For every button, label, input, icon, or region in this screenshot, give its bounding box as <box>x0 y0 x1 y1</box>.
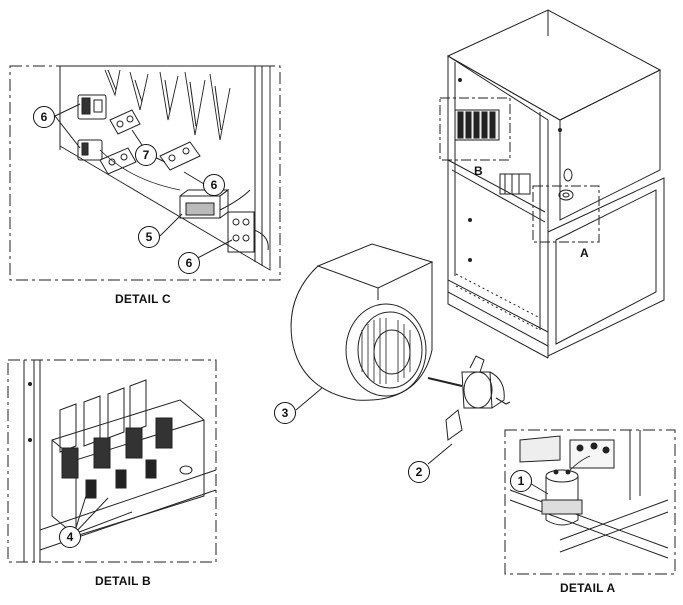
callout-6-top: 6 <box>33 106 55 128</box>
callout-6-mid: 6 <box>203 174 225 196</box>
view-b-letter: B <box>474 164 483 178</box>
callout-6-bottom: 6 <box>178 252 200 274</box>
blower-wheel-housing <box>290 243 434 411</box>
callout-1: 1 <box>510 470 532 492</box>
callout-5: 5 <box>138 226 160 248</box>
detail-a-panel <box>504 429 676 575</box>
detail-c-panel <box>9 65 281 281</box>
view-a-letter: A <box>580 246 589 260</box>
main-cabinet <box>439 9 665 359</box>
detail-b-caption: DETAIL B <box>95 574 151 588</box>
callout-4: 4 <box>59 526 81 548</box>
detail-c-caption: DETAIL C <box>115 292 171 306</box>
callout-7: 7 <box>135 144 157 166</box>
blower-motor <box>427 355 511 465</box>
detail-a-caption: DETAIL A <box>560 581 616 595</box>
callout-3: 3 <box>274 402 296 424</box>
callout-2: 2 <box>408 461 430 483</box>
detail-b-panel <box>7 359 217 563</box>
